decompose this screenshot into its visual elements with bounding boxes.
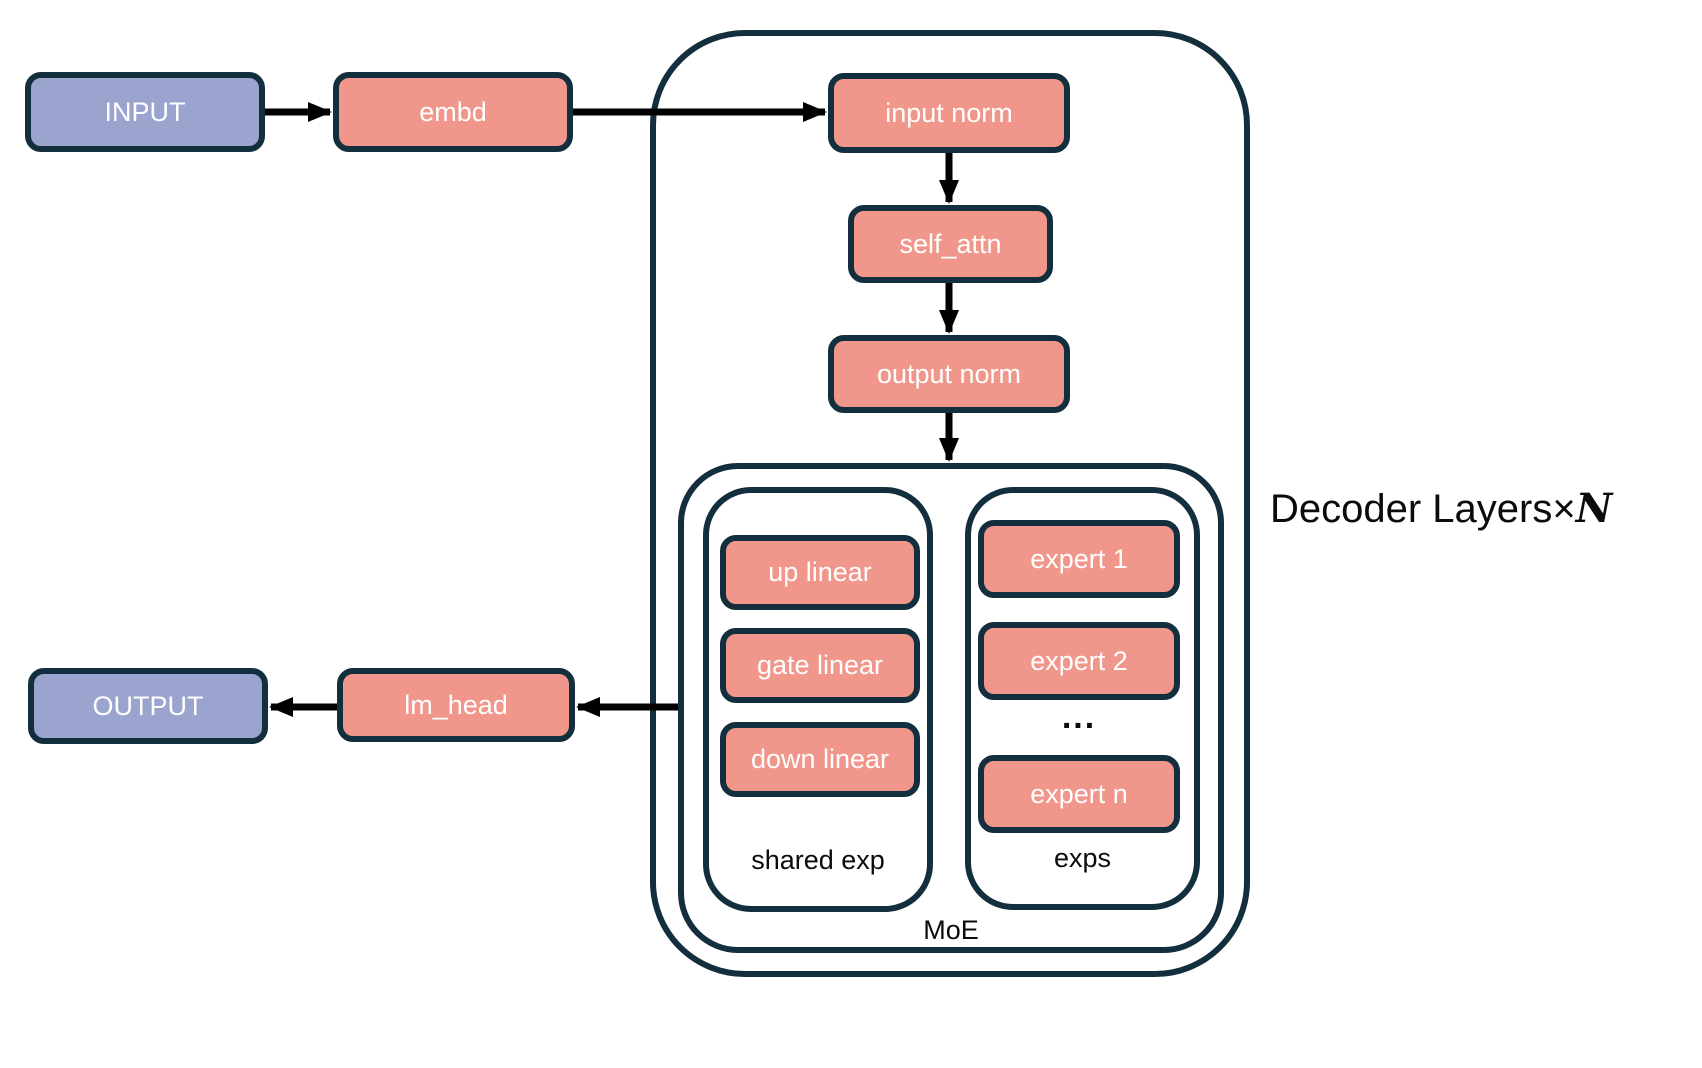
node-self-attn: self_attn [848,205,1053,283]
decoder-layers-text: Decoder Layers [1270,487,1553,531]
node-output-norm: output norm [828,335,1070,413]
node-expert-1: expert 1 [978,520,1180,598]
node-up-linear: up linear [720,535,920,610]
layer-count-n: N [1575,485,1613,532]
shared-exp-container [703,487,933,912]
node-expert-n: expert n [978,755,1180,833]
shared-exp-label: shared exp [751,845,885,875]
node-embd: embd [333,72,573,152]
exps-container [965,487,1200,910]
node-input-norm: input norm [828,73,1070,153]
node-input: INPUT [25,72,265,152]
moe-label: MoE [923,915,979,945]
experts-ellipsis: ... [1061,698,1097,736]
decoder-layers-container [650,30,1250,977]
times-symbol: × [1552,487,1576,531]
decoder-layers-label: Decoder Layers×N [1270,485,1613,532]
node-lm-head: lm_head [337,668,575,742]
exps-label: exps [1053,843,1112,873]
moe-container [678,463,1224,953]
node-output: OUTPUT [28,668,268,744]
node-gate-linear: gate linear [720,628,920,703]
node-down-linear: down linear [720,722,920,797]
node-expert-2: expert 2 [978,622,1180,700]
